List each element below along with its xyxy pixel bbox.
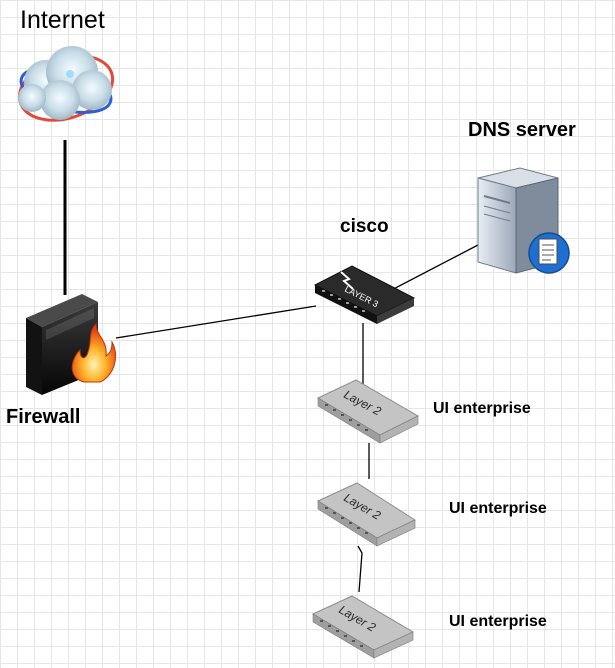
server-tower-icon [477, 167, 570, 274]
link-router-dns [379, 244, 479, 297]
layer2-switch-icon: Layer 2 [316, 379, 420, 444]
dns-server-label: DNS server [468, 119, 576, 141]
layer2-switch-icon: Layer 2 [316, 482, 417, 547]
link-firewall-router [115, 305, 317, 339]
layer2-switch-icon: Layer 2 [311, 595, 415, 659]
firewall-icon [26, 294, 116, 395]
layer3-router-icon: LAYER 3 [313, 265, 416, 324]
switch-3-label: UI enterprise [449, 613, 547, 630]
fire-icon [71, 322, 116, 383]
cisco-label: cisco [340, 216, 389, 237]
link-switch2-switch3 [357, 545, 363, 593]
firewall-label: Firewall [6, 406, 81, 428]
cloud-globe-icon [17, 46, 115, 122]
connection-lines [63, 140, 479, 593]
switch-1-label: UI enterprise [433, 400, 531, 417]
internet-label: Internet [20, 6, 105, 34]
switch-2-label: UI enterprise [449, 500, 547, 517]
